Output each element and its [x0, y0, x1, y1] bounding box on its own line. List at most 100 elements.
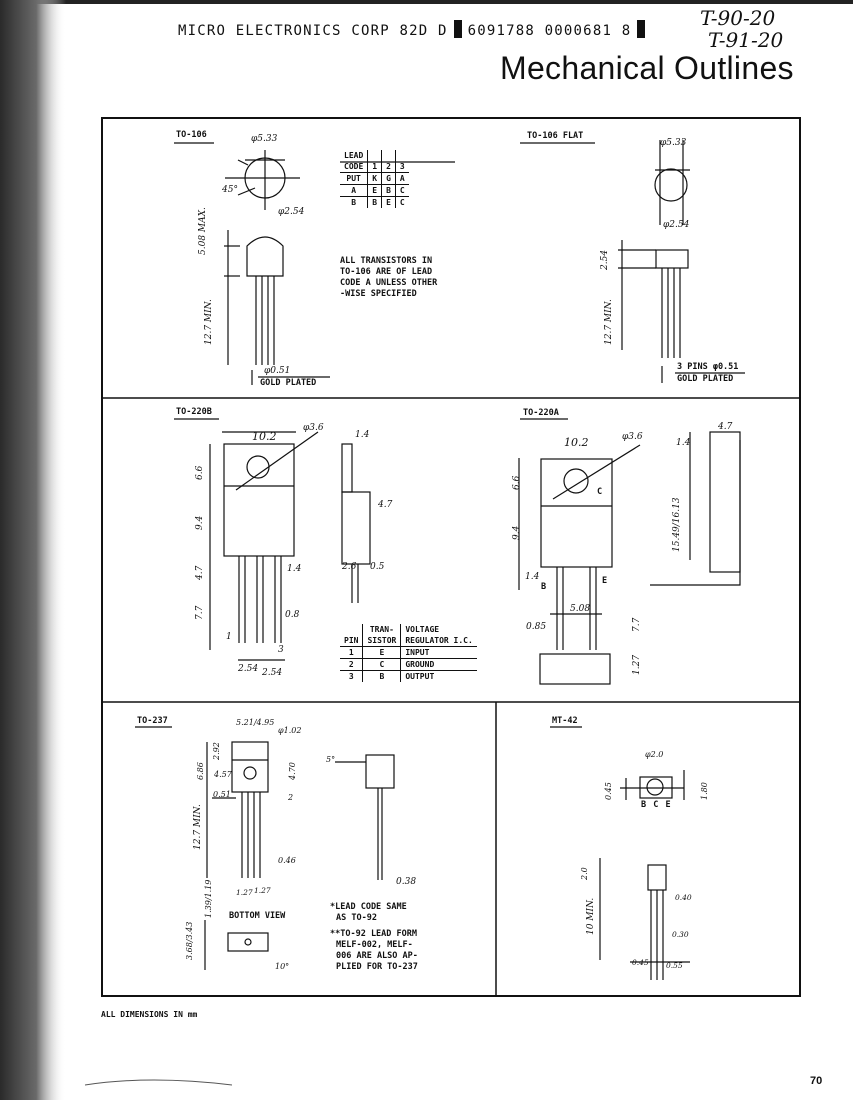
- handwritten-ref-2: T-91-20: [708, 28, 784, 52]
- to106flat-pitch: φ2.54: [663, 220, 690, 230]
- mt42-body: 2.0: [580, 867, 589, 880]
- table-row: LEAD: [340, 150, 409, 161]
- table-header-cell: VOLTAGE: [400, 624, 477, 635]
- mt42-h1: 0.45: [604, 782, 613, 800]
- lead-code-table: LEAD CODE 1 2 3 PUT K G A A E B C B B E …: [340, 150, 409, 208]
- to237-angle: 5°: [326, 755, 336, 764]
- to106-gold-note: GOLD PLATED: [260, 378, 317, 388]
- note-line: CODE A UNLESS OTHER: [340, 278, 438, 288]
- mt42-length: 10 MIN.: [586, 897, 596, 935]
- mt42-f1: 0.45: [632, 958, 649, 967]
- header-numbers: 6091788 0000681 8: [467, 23, 632, 39]
- to220a-lead-l: 7.7: [632, 617, 642, 632]
- header-bar-marker: [637, 20, 646, 38]
- note-line: MELF-002, MELF-: [336, 940, 413, 950]
- table-header-cell: PIN: [344, 636, 359, 645]
- to106flat-gold-note: GOLD PLATED: [677, 374, 734, 384]
- note-line: -WISE SPECIFIED: [340, 289, 417, 299]
- table-row: A E B C: [340, 184, 409, 197]
- note-line: TO-106 ARE OF LEAD: [340, 267, 433, 277]
- to106-height: 5.08 MAX.: [198, 207, 208, 255]
- to237-drawing: [135, 726, 395, 970]
- to106-lead-length: 12.7 MIN.: [204, 299, 214, 345]
- to220a-pitch: 5.08: [570, 604, 591, 614]
- to220a-lead-b: 1.4: [525, 572, 540, 582]
- table-cell: 1: [367, 161, 382, 173]
- mt42-h2: 1.80: [700, 782, 709, 800]
- outlines-frame: [101, 117, 801, 997]
- to220a-pin-c: C: [597, 487, 603, 497]
- to106-lead-diameter: φ0.51: [264, 366, 291, 376]
- top-border-rule: [0, 0, 853, 4]
- to220b-lead-t: 2.6: [342, 562, 357, 572]
- to237-pitch1: 1.27: [236, 888, 253, 897]
- table-cell: OUTPUT: [400, 670, 477, 682]
- table-cell: C: [394, 184, 409, 197]
- to237-pitch2: 1.27: [254, 886, 271, 895]
- scanned-page-edge: [0, 0, 66, 1100]
- note-line: AS TO-92: [336, 913, 377, 923]
- table-cell: INPUT: [400, 646, 477, 659]
- to220a-h1: 6.6: [512, 475, 522, 490]
- table-cell: 2: [381, 161, 396, 173]
- to237-label: TO-237: [137, 716, 168, 726]
- to220a-drawing: [518, 418, 741, 685]
- table-cell: [394, 150, 409, 161]
- to237-lead-length: 12.7 MIN.: [193, 804, 203, 850]
- to237-hole: φ1.02: [278, 726, 302, 735]
- to106-pitch: φ2.54: [278, 207, 305, 217]
- table-cell: B: [362, 670, 401, 682]
- to237-h2: 6.86: [196, 762, 205, 780]
- to237-bottom-view-label: BOTTOM VIEW: [229, 911, 286, 921]
- to106-drawing: [174, 142, 455, 385]
- to220b-h4: 7.7: [195, 605, 205, 620]
- pin-function-table: TRAN- VOLTAGE PIN SISTOR REGULATOR I.C. …: [340, 624, 477, 682]
- to106flat-drawing: [520, 140, 745, 383]
- table-cell: C: [394, 196, 409, 208]
- table-cell: E: [367, 184, 382, 197]
- to237-width: 5.21/4.95: [236, 718, 275, 727]
- to220a-h2: 9.4: [512, 525, 522, 540]
- to106-lead-note: ALL TRANSISTORS IN TO-106 ARE OF LEAD CO…: [340, 256, 437, 300]
- note-line: ALL TRANSISTORS IN: [340, 256, 433, 266]
- to237-bottom-dim1: 3.68/3.43: [185, 921, 194, 960]
- table-header-cell: TRAN-: [362, 624, 401, 635]
- table-row: CODE 1 2 3: [340, 161, 409, 173]
- table-header-cell: SISTOR: [362, 635, 401, 647]
- note-line: *LEAD CODE SAME: [330, 902, 407, 912]
- table-cell: K: [367, 172, 382, 185]
- page-number: 70: [810, 1075, 823, 1087]
- to220b-pitch1: 2.54: [238, 664, 259, 674]
- table-cell: B: [381, 184, 396, 197]
- table-header-cell: [340, 624, 363, 635]
- mt42-label: MT-42: [552, 716, 578, 726]
- to106flat-label: TO-106 FLAT: [527, 131, 584, 141]
- to237-step: 2: [288, 793, 294, 802]
- to220b-lead-w: 0.5: [370, 562, 385, 572]
- to220b-h2: 9.4: [195, 515, 205, 530]
- table-row: PUT K G A: [340, 172, 409, 185]
- scan-artifact: [84, 1079, 233, 1086]
- to220b-h3: 4.7: [195, 565, 205, 580]
- to220a-pin-e: E: [602, 576, 608, 586]
- to220b-width: 10.2: [252, 430, 277, 443]
- to220b-tab: 1.4: [355, 430, 370, 440]
- to220b-lead-th: 0.8: [285, 610, 300, 620]
- to237-bottom-dim2: 1.39/1.19: [204, 879, 213, 918]
- mt42-w1: 0.40: [675, 893, 692, 902]
- to220a-tab: 1.4: [676, 438, 691, 448]
- table-cell: GROUND: [400, 658, 477, 671]
- to237-lead-t: 0.51: [213, 790, 231, 799]
- table-row: TRAN- VOLTAGE: [340, 624, 477, 635]
- to220a-side-width: 4.7: [718, 422, 733, 432]
- table-cell: LEAD: [344, 151, 364, 160]
- table-header-cell: REGULATOR I.C.: [400, 635, 477, 647]
- to237-bottom-angle: 10°: [275, 962, 290, 971]
- to237-h4: 4.70: [288, 762, 297, 780]
- table-cell: [367, 150, 382, 161]
- to220a-side-height: 15.49/16.13: [672, 497, 682, 552]
- to106flat-diameter: φ5.33: [660, 138, 687, 148]
- to220b-pin3: 3: [278, 645, 284, 655]
- to106flat-lead-length: 12.7 MIN.: [604, 299, 614, 345]
- to220b-drawing: [174, 418, 371, 661]
